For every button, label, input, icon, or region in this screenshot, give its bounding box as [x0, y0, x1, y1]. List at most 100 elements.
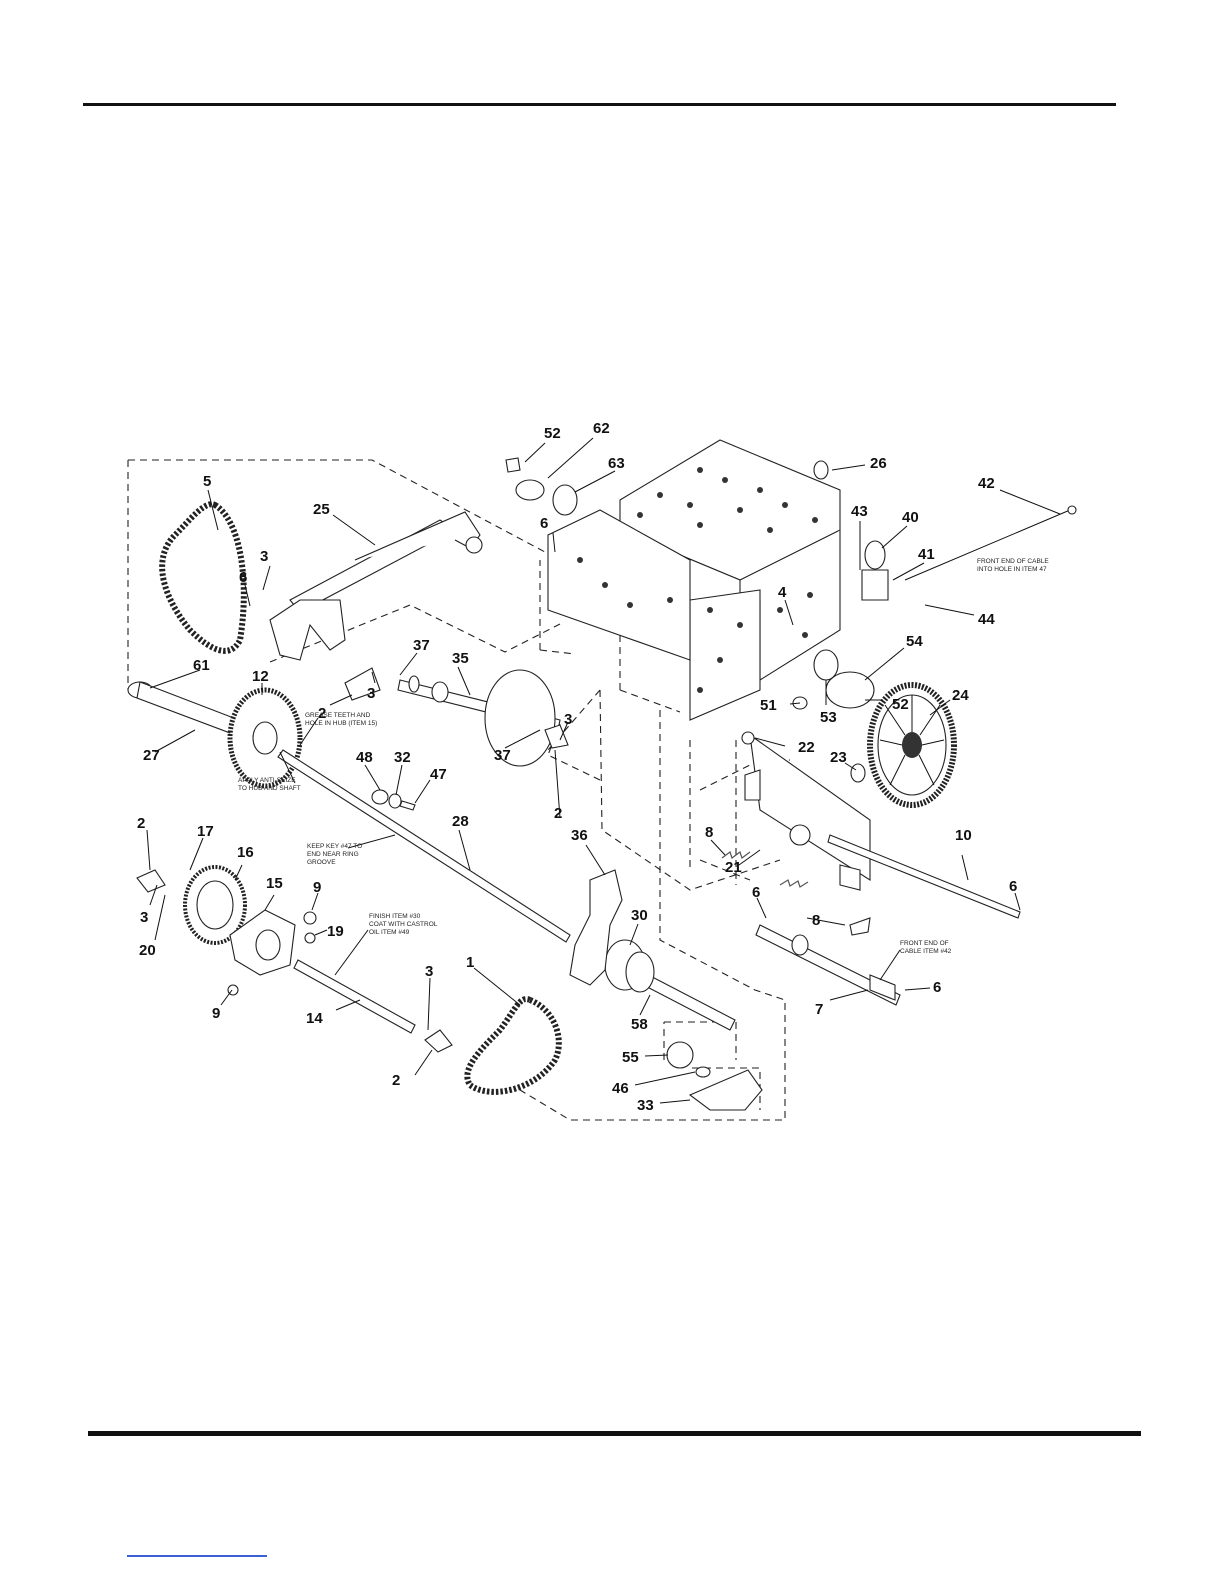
callout-21: 21 [725, 859, 742, 876]
callout-6: 6 [239, 569, 247, 586]
assembly-dashed-lines [127, 459, 790, 1121]
callout-3: 3 [260, 548, 268, 565]
callout-2: 2 [392, 1072, 400, 1089]
callout-5: 5 [203, 473, 211, 490]
callout-7: 7 [815, 1001, 823, 1018]
callout-40: 40 [902, 509, 919, 526]
callout-30: 30 [631, 907, 648, 924]
callout-2: 2 [554, 805, 562, 822]
callout-1: 1 [466, 954, 474, 971]
hub-15 [229, 909, 296, 976]
callout-3: 3 [564, 711, 572, 728]
callout-33: 33 [637, 1097, 654, 1114]
note-finish-3: OIL ITEM #49 [369, 929, 410, 936]
chain-1 [464, 996, 562, 1095]
wheel-24 [867, 682, 957, 808]
callout-22: 22 [798, 739, 815, 756]
callout-47: 47 [430, 766, 447, 783]
callout-51: 51 [760, 697, 777, 714]
callout-3: 3 [367, 685, 375, 702]
callout-15: 15 [266, 875, 283, 892]
callout-10: 10 [955, 827, 972, 844]
callout-46: 46 [612, 1080, 629, 1097]
callout-53: 53 [820, 709, 837, 726]
shaft-27 [127, 681, 303, 789]
leader-lines [146, 437, 1061, 1104]
callout-35: 35 [452, 650, 469, 667]
assembly-notes: FRONT END OF CABLE INTO HOLE IN ITEM 47 … [238, 558, 1049, 955]
callout-3: 3 [140, 909, 148, 926]
callout-42: 42 [978, 475, 995, 492]
callout-44: 44 [978, 611, 995, 628]
callout-62: 62 [593, 420, 610, 437]
note-cable-front-2: INTO HOLE IN ITEM 47 [977, 566, 1047, 573]
callout-17: 17 [197, 823, 214, 840]
lever-36 [569, 869, 623, 986]
small-parts [136, 457, 889, 1111]
footer-link-underline[interactable] [127, 1555, 267, 1557]
callout-37: 37 [494, 747, 511, 764]
shift-lever-25 [269, 511, 483, 661]
note-keep-key-1: KEEP KEY #47 TO [307, 843, 362, 850]
callout-9: 9 [212, 1005, 220, 1022]
note-anti-seize-1: APPLY ANTI-SEIZE [238, 777, 296, 784]
callout-6: 6 [540, 515, 548, 532]
gear-plate [744, 733, 871, 891]
callout-58: 58 [631, 1016, 648, 1033]
callout-41: 41 [918, 546, 935, 563]
callout-8: 8 [812, 912, 820, 929]
callout-2: 2 [137, 815, 145, 832]
callout-55: 55 [622, 1049, 639, 1066]
note-front-cable-2: CABLE ITEM #42 [900, 948, 952, 955]
note-front-cable-1: FRONT END OF [900, 940, 949, 947]
callout-25: 25 [313, 501, 330, 518]
note-finish-2: COAT WITH CASTROL [369, 921, 438, 928]
note-cable-front-1: FRONT END OF CABLE [977, 558, 1049, 565]
chain-5 [159, 501, 247, 654]
cable-42 [904, 509, 1071, 581]
shaft-7 [755, 924, 901, 1006]
callout-19: 19 [327, 923, 344, 940]
callout-6: 6 [752, 884, 760, 901]
callout-52: 52 [892, 696, 909, 713]
callout-labels: 52 62 63 26 42 5 25 6 43 40 41 3 6 4 44 … [137, 420, 1017, 1114]
note-keep-key-2: END NEAR RING [307, 851, 359, 858]
callout-3: 3 [425, 963, 433, 980]
callout-43: 43 [851, 503, 868, 520]
callout-24: 24 [952, 687, 969, 704]
callout-8: 8 [705, 824, 713, 841]
callout-16: 16 [237, 844, 254, 861]
note-finish-1: FINISH ITEM #30 [369, 913, 421, 920]
callout-54: 54 [906, 633, 923, 650]
hub-16 [183, 865, 247, 945]
callout-4: 4 [778, 584, 787, 601]
footer-rule [88, 1431, 1141, 1436]
note-anti-seize-2: TO HUB AND SHAFT [238, 785, 301, 792]
shaft-28 [277, 749, 571, 943]
callout-48: 48 [356, 749, 373, 766]
callout-23: 23 [830, 749, 847, 766]
shaft-14 [293, 959, 416, 1034]
shaft-35 [397, 669, 561, 767]
callout-37: 37 [413, 637, 430, 654]
callout-9: 9 [313, 879, 321, 896]
note-keep-key-3: GROOVE [307, 859, 336, 866]
note-grease-1: GREASE TEETH AND [305, 712, 371, 719]
callout-28: 28 [452, 813, 469, 830]
frame-housing [547, 439, 841, 721]
note-grease-2: HOLE IN HUB (ITEM 15) [305, 720, 377, 727]
callout-63: 63 [608, 455, 625, 472]
callout-26: 26 [870, 455, 887, 472]
callout-27: 27 [143, 747, 160, 764]
callout-52: 52 [544, 425, 561, 442]
callout-14: 14 [306, 1010, 323, 1027]
shaft-58 [604, 939, 736, 1031]
header-rule [83, 103, 1116, 106]
callout-36: 36 [571, 827, 588, 844]
callout-12: 12 [252, 668, 269, 685]
callout-2: 2 [318, 705, 326, 722]
shaft-10 [827, 834, 1021, 919]
callout-61: 61 [193, 657, 210, 674]
callout-32: 32 [394, 749, 411, 766]
